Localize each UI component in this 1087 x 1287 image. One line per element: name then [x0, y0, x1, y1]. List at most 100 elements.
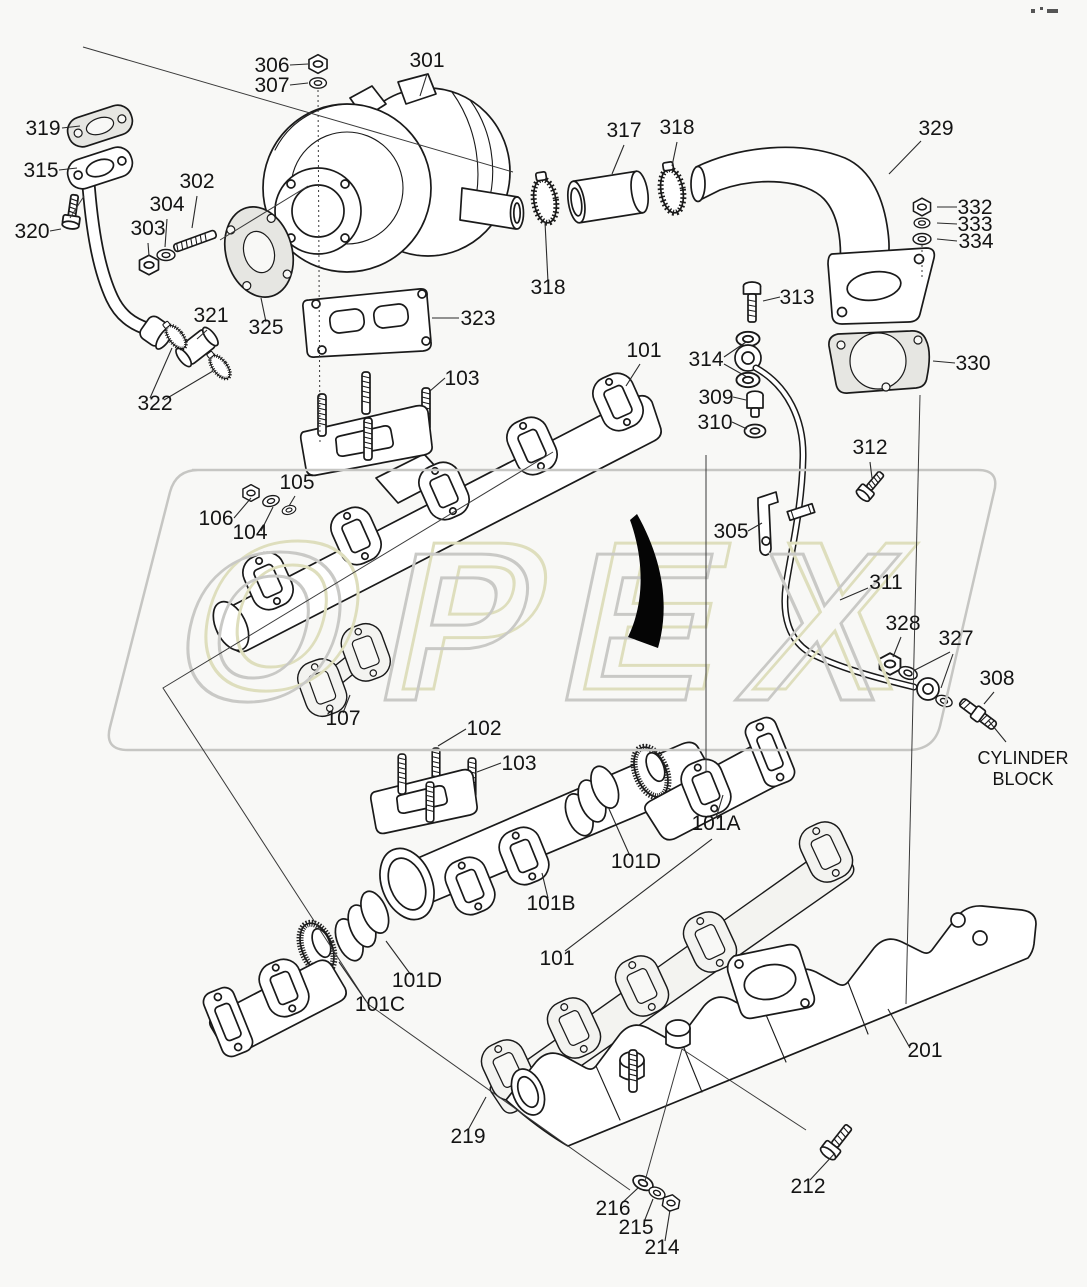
- part-label-101D: 101D: [611, 850, 661, 873]
- part-label-101: 101: [539, 947, 574, 970]
- part-label-216: 216: [595, 1197, 630, 1220]
- nut-332: [912, 197, 932, 217]
- leader-line: [887, 1008, 911, 1049]
- part-label-107: 107: [325, 707, 360, 730]
- intake-manifold-201: [505, 905, 1037, 1147]
- leader-line: [149, 347, 173, 399]
- leader-line: [608, 808, 631, 857]
- part-label-322: 322: [137, 392, 172, 415]
- oil-feed-pipe-311: [752, 364, 940, 701]
- nut-303: [138, 254, 160, 276]
- gasket-319: [66, 104, 134, 148]
- watermark-text: OPEX: [156, 509, 955, 745]
- part-label-103: 103: [444, 367, 479, 390]
- exhaust-elbow-329: [690, 146, 936, 325]
- clamp-322-b: [201, 346, 236, 384]
- part-label-323: 323: [460, 307, 495, 330]
- part-label-305: 305: [713, 520, 748, 543]
- part-label-304: 304: [149, 193, 184, 216]
- leader-line: [940, 653, 954, 689]
- opex-watermark: OPEX OPEX: [107, 468, 997, 752]
- corner-specks: [1031, 7, 1058, 13]
- part-label-327: 327: [938, 627, 973, 650]
- washer-307: [308, 77, 328, 89]
- fitting-309: [746, 390, 764, 418]
- leader-line: [983, 691, 995, 705]
- leader-line: [643, 1198, 654, 1223]
- part-label-314: 314: [688, 348, 723, 371]
- leader-line: [611, 144, 625, 175]
- washer-333: [913, 217, 931, 229]
- leader-line: [544, 221, 549, 283]
- cylinder-block-note: CYLINDER BLOCK: [977, 748, 1068, 789]
- leader-line: [196, 329, 208, 340]
- washer-304: [156, 248, 176, 262]
- leader-line: [723, 363, 748, 378]
- banjo-eye-311: [734, 344, 762, 372]
- alignment-guides: [69, 46, 923, 1191]
- leader-lines: [49, 63, 1007, 1242]
- gasket-330: [828, 330, 931, 394]
- nut-306: [308, 53, 328, 75]
- leader-line: [869, 461, 873, 479]
- leader-line: [58, 167, 78, 171]
- banjo-bolt-313: [742, 281, 762, 323]
- leader-line: [892, 636, 902, 658]
- part-label-313: 313: [779, 286, 814, 309]
- part-label-201: 201: [907, 1039, 942, 1062]
- part-label-310: 310: [697, 411, 732, 434]
- gasket-107: [292, 618, 396, 722]
- exhaust-manifold-101-lower: [202, 716, 796, 1058]
- leader-line: [289, 63, 309, 66]
- leader-line: [936, 238, 958, 242]
- clamp-318-b: [657, 161, 687, 215]
- washer-314-upper: [735, 330, 761, 348]
- flange-325: [223, 206, 295, 298]
- part-label-318: 318: [659, 116, 694, 139]
- part-label-303: 303: [130, 217, 165, 240]
- part-label-212: 212: [790, 1175, 825, 1198]
- bolt-312: [855, 470, 885, 503]
- part-label-320: 320: [14, 220, 49, 243]
- leader-line: [723, 341, 747, 358]
- bracket-305: [757, 491, 779, 556]
- washer-334: [912, 232, 932, 246]
- part-label-215: 215: [618, 1216, 653, 1239]
- part-label-101B: 101B: [526, 892, 575, 915]
- leader-line: [49, 228, 62, 232]
- leader-line: [385, 940, 412, 976]
- part-label-214: 214: [644, 1236, 679, 1259]
- leader-line: [338, 961, 367, 1002]
- watermark-echo-text: OPEX: [174, 498, 973, 734]
- part-label-301: 301: [409, 49, 444, 72]
- part-label-219: 219: [450, 1125, 485, 1148]
- cylinder-block-note-line2: BLOCK: [992, 769, 1053, 789]
- leader-line: [732, 396, 747, 401]
- part-label-330: 330: [955, 352, 990, 375]
- leader-line: [715, 794, 724, 819]
- part-label-332: 332: [957, 196, 992, 219]
- leader-line: [260, 297, 267, 323]
- leader-line: [914, 651, 951, 671]
- part-label-309: 309: [698, 386, 733, 409]
- part-label-328: 328: [885, 612, 920, 635]
- leader-line: [731, 421, 748, 430]
- leader-line: [987, 719, 1007, 743]
- part-label-318: 318: [530, 276, 565, 299]
- leader-line: [839, 587, 869, 601]
- leader-line: [342, 694, 351, 714]
- leader-line: [147, 242, 150, 257]
- part-label-311: 311: [869, 571, 902, 594]
- leader-line: [762, 296, 781, 302]
- leader-line: [664, 1209, 671, 1242]
- leader-line: [809, 1152, 836, 1181]
- leader-line: [747, 522, 763, 532]
- part-label-319: 319: [25, 117, 60, 140]
- leader-line: [437, 728, 467, 747]
- leader-line: [61, 125, 81, 129]
- pipe-clip: [786, 502, 816, 522]
- leader-line: [888, 140, 922, 175]
- part-label-315: 315: [23, 159, 58, 182]
